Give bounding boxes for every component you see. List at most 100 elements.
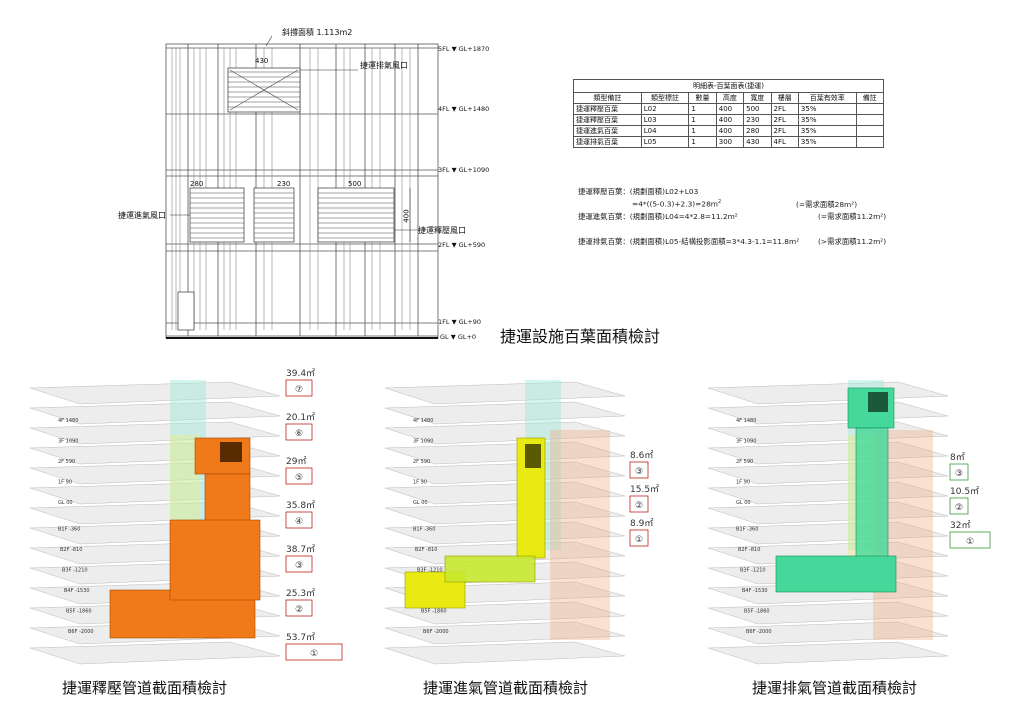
- floor-level-label: 1F 90: [58, 480, 72, 486]
- table-cell: 捷運排氣百葉: [573, 136, 642, 148]
- section-outline: [285, 555, 313, 573]
- elevation-drawing: [165, 35, 439, 339]
- floor-level-label: 3F 1090: [413, 439, 433, 445]
- table-cell: L03: [640, 114, 690, 126]
- section-number: ⑦: [295, 385, 303, 395]
- floor-level-label: B2F -810: [60, 547, 82, 553]
- table-cell: 捷運進氣百葉: [573, 125, 642, 137]
- table-cell: 300: [715, 136, 745, 148]
- table-cell: 1: [688, 136, 717, 148]
- section-outline: [285, 379, 313, 397]
- section-outline: [949, 531, 991, 549]
- floor-slab: [707, 381, 949, 405]
- floor-level-label: 1F 90: [736, 480, 750, 486]
- floor-level-label: B5F -1860: [744, 609, 770, 615]
- section-number: ②: [295, 605, 303, 615]
- table-cell: 1: [688, 103, 717, 115]
- floor-level-label: B1F -360: [58, 527, 80, 533]
- table-cell: 230: [743, 114, 772, 126]
- floor-level-label: B5F -1860: [66, 609, 92, 615]
- floor-slab: [384, 621, 626, 645]
- exhaust-vent-label: 捷運排氣風口: [360, 61, 408, 70]
- floor-level-3fl: 3FL ▼ GL+1090: [438, 166, 490, 174]
- floor-slab: [707, 601, 949, 625]
- table-cell: L04: [640, 125, 690, 137]
- table-cell: [855, 125, 885, 137]
- dim-430: 430: [255, 57, 269, 65]
- section-number: ③: [635, 467, 643, 477]
- section-number: ③: [295, 561, 303, 571]
- table-cell: 2FL: [770, 125, 799, 137]
- section-area-label: 8.9㎡: [630, 518, 653, 529]
- floor-level-label: 4F 1480: [736, 418, 756, 424]
- floor-level-label: GL 00: [58, 500, 73, 506]
- floor-level-label: GL 00: [736, 500, 751, 506]
- floor-level-label: 3F 1090: [58, 439, 78, 445]
- section-area-label: 38.7㎡: [286, 544, 315, 555]
- floor-slab: [384, 521, 626, 545]
- floor-slab: [384, 381, 626, 405]
- section-area-label: 15.5㎡: [630, 484, 659, 495]
- floor-slab: [707, 621, 949, 645]
- section-outline: [285, 423, 313, 441]
- section-number: ⑤: [295, 473, 303, 483]
- section-number: ②: [955, 503, 963, 513]
- elevation-title: 捷運設施百葉面積檢討: [500, 327, 661, 346]
- louver-icon: [525, 444, 541, 468]
- table-cell: 1: [688, 114, 717, 126]
- section-outline: [629, 495, 649, 513]
- ghost-duct: [550, 430, 610, 640]
- table-cell: 400: [715, 125, 745, 137]
- section-area-label: 35.8㎡: [286, 500, 315, 511]
- section-number: ②: [635, 501, 643, 511]
- table-cell: 500: [743, 103, 772, 115]
- section-number: ③: [955, 469, 963, 479]
- relief-vent-label: 捷運釋壓風口: [418, 226, 466, 235]
- intake-duct-title: 捷運進氣管道截面積檢討: [423, 679, 589, 697]
- floor-level-label: B3F -1210: [417, 568, 443, 574]
- louver-schedule-table: 明細表-百葉面表(捷運) 類型備註 類型標註 數量 高度 寬度 樓層 百葉有效率…: [573, 79, 885, 148]
- section-area-label: 39.4㎡: [286, 368, 315, 379]
- note-relief-formula: =4*((5-0.3)+2.3)=28m2: [632, 199, 722, 209]
- floor-level-label: 4F 1480: [413, 418, 433, 424]
- table-cell: L02: [640, 103, 690, 115]
- floor-slab: [384, 641, 626, 665]
- table-title: 明細表-百葉面表(捷運): [573, 79, 884, 92]
- dim-400: 400: [402, 209, 411, 223]
- table-header: 類型備註: [573, 92, 642, 104]
- louver-icon: [868, 392, 888, 412]
- table-cell: L05: [640, 136, 690, 148]
- table-header-row: 類型備註 類型標註 數量 高度 寬度 樓層 百葉有效率 備註: [573, 92, 885, 104]
- section-area-label: 53.7㎡: [286, 632, 315, 643]
- table-cell: 2FL: [770, 114, 799, 126]
- floor-slab: [384, 421, 626, 445]
- duct-segment: [775, 555, 897, 593]
- table-cell: [855, 136, 885, 148]
- floor-slab: [29, 401, 281, 425]
- table-cell: 捷運釋壓百葉: [573, 114, 642, 126]
- section-area-label: 8㎡: [950, 452, 965, 463]
- table-header: 百葉有效率: [797, 92, 857, 104]
- table-header: 高度: [715, 92, 745, 104]
- table-cell: 400: [715, 114, 745, 126]
- floor-level-label: B3F -1210: [740, 568, 766, 574]
- table-cell: 280: [743, 125, 772, 137]
- duct-models: 4F 1480 3F 1090 2F 590 1F 90 GL 00 B1F -360B2…: [29, 368, 991, 665]
- floor-level-label: B5F -1860: [421, 609, 447, 615]
- floor-level-label: 2F 590: [736, 459, 753, 465]
- floor-level-label: 2F 590: [58, 459, 75, 465]
- floor-level-label: B2F -810: [738, 547, 760, 553]
- floor-level-label: B6F -2000: [746, 629, 772, 635]
- louver-icon: [220, 442, 242, 462]
- section-number: ①: [635, 535, 643, 545]
- table-cell: 2FL: [770, 103, 799, 115]
- section-number: ①: [310, 649, 318, 659]
- section-outline: [629, 529, 649, 547]
- floor-level-label: 4F 1480: [58, 418, 78, 424]
- floor-level-label: B3F -1210: [62, 568, 88, 574]
- table-header: 備註: [855, 92, 885, 104]
- note-exhaust-requirement: (>需求面積11.2m²): [818, 237, 887, 246]
- table-cell: 4FL: [770, 136, 799, 148]
